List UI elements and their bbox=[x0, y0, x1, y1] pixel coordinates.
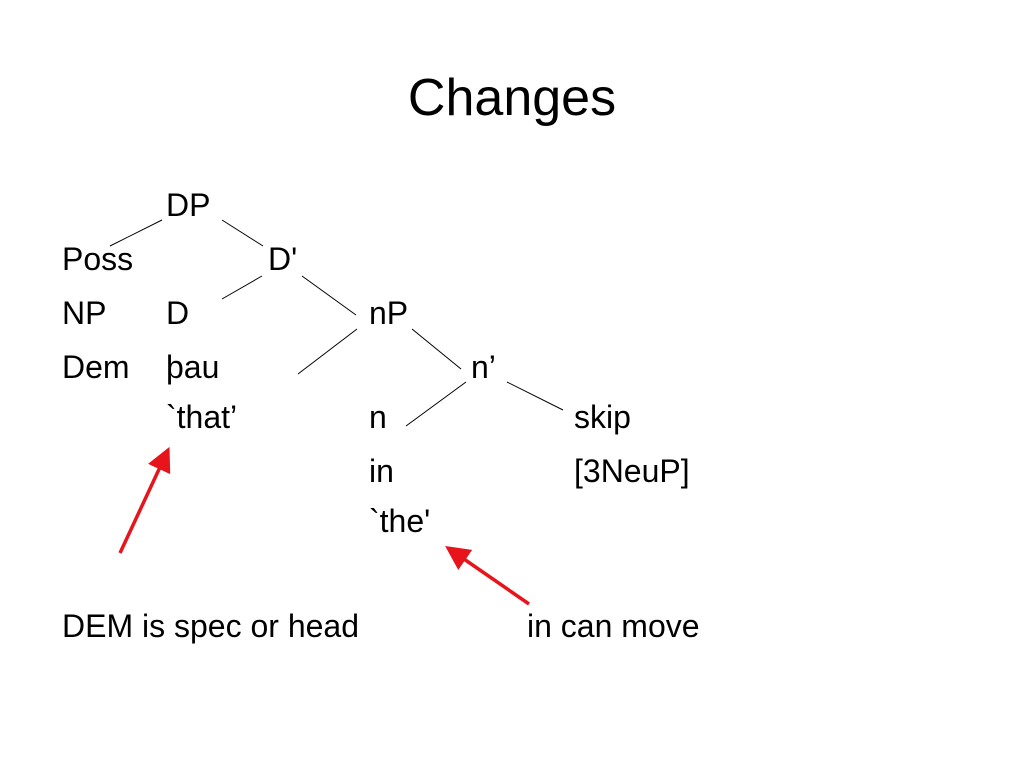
node-features: [3NeuP] bbox=[574, 453, 690, 489]
node-np-left: NP bbox=[62, 295, 107, 331]
branch-np-thau bbox=[297, 328, 358, 375]
node-d-head: D bbox=[166, 295, 190, 331]
branch-dp-d-bar bbox=[221, 219, 264, 247]
node-in: in bbox=[369, 453, 394, 489]
arrow-in bbox=[445, 546, 530, 606]
node-thau: þau bbox=[166, 349, 220, 385]
branch-d-bar-np bbox=[301, 275, 357, 316]
branch-n-bar-n bbox=[405, 381, 467, 427]
node-dp: DP bbox=[166, 187, 211, 223]
node-skip: skip bbox=[574, 399, 631, 435]
node-n-bar: n’ bbox=[471, 349, 496, 385]
note-dem-spec-or-head: DEM is spec or head bbox=[62, 608, 360, 644]
gloss-that: `that’ bbox=[166, 399, 238, 435]
node-poss: Poss bbox=[62, 241, 134, 277]
slide-title: Changes bbox=[407, 69, 617, 127]
node-n-head: n bbox=[369, 399, 387, 435]
branch-d-bar-d bbox=[221, 275, 263, 300]
node-d-bar: D' bbox=[268, 241, 298, 277]
note-in-can-move: in can move bbox=[527, 608, 700, 644]
gloss-the: `the' bbox=[369, 503, 431, 539]
node-dem: Dem bbox=[62, 349, 130, 385]
branch-np-n-bar bbox=[411, 328, 462, 370]
arrow-dem bbox=[118, 446, 171, 554]
branch-n-bar-skip bbox=[506, 381, 564, 411]
node-little-np: nP bbox=[369, 295, 409, 331]
